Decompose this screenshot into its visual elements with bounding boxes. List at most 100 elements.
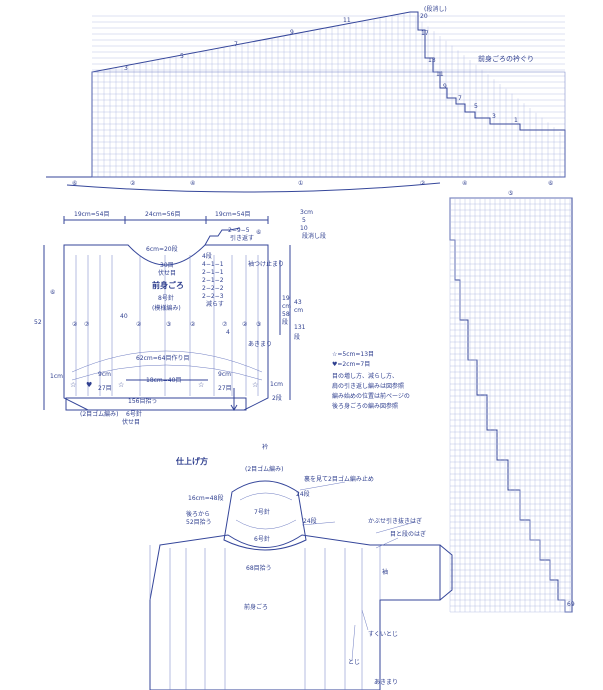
mattress-stitch: すくいとじ [368, 631, 399, 638]
side-pat-7: ② [242, 321, 248, 328]
note-line-3: 編み始めの位置は前ページの [332, 393, 410, 400]
pattern-label-7: ⑥ [548, 180, 554, 187]
neckline-chart-title: 前身ごろの衿ぐり [478, 55, 534, 63]
side-pat-2: ⑦ [84, 321, 90, 328]
pickup-156: 156目拾う [128, 398, 158, 405]
needle-size: 8号針 [158, 295, 174, 302]
armhole-2: cm [282, 303, 292, 310]
right-top-3cm: 3cm [300, 209, 313, 216]
shaping-6: 2−1−2 [202, 277, 224, 284]
height-right-1: 43 [294, 299, 302, 306]
finished-body-outline [149, 534, 441, 690]
back-pickup-2: 52目拾う [186, 519, 212, 526]
rib-needle: 6号針 [126, 411, 142, 418]
side-pat-4: ③ [166, 321, 172, 328]
row-num-3: 3 [492, 113, 496, 120]
neck-stitches: 30目 [160, 262, 174, 269]
row-num-20: 20 [420, 13, 428, 20]
collar-title: 衿 [262, 444, 269, 451]
top-num-5: 5 [180, 53, 184, 60]
shaping-1: 2−9−5 [228, 227, 250, 234]
star-marker: ☆ [252, 381, 259, 389]
twentyseven-left: 27目 [98, 385, 112, 392]
finishing-title: 仕上げ方 [176, 457, 208, 466]
twentyseven-right: 27目 [218, 385, 232, 392]
note-line-1: 目の増し方、減らし方、 [332, 373, 399, 380]
collar-needle-6: 6号針 [254, 536, 270, 543]
right-1cm: 1cm [270, 381, 283, 388]
top-num-7: 7 [234, 41, 238, 48]
neck-bindoff: 伏せ目 [158, 270, 177, 277]
collar-rows-bottom: 24段 [303, 518, 317, 525]
sleeve-outline [439, 544, 453, 601]
right-top-row-note: 段消し段 [302, 233, 327, 240]
right-top-10: 10 [300, 225, 308, 232]
note-star: ☆=5cm=13目 [332, 351, 375, 358]
row-num-7: 7 [458, 95, 462, 102]
side-pat-1: ② [72, 321, 78, 328]
row-num-17: 17 [421, 30, 429, 37]
collar-dimension: 16cm=48段 [188, 495, 224, 502]
side-pat-5: ② [190, 321, 196, 328]
collar-outline [223, 480, 307, 551]
top-num-3: 3 [124, 65, 128, 72]
top-num-11: 11 [343, 17, 351, 24]
star-marker: ☆ [70, 381, 77, 389]
collar-rows-top: 24段 [296, 491, 310, 498]
pattern-label-5: ② [420, 180, 426, 187]
shaping-2: 引き返す [230, 235, 255, 242]
row-num-5: 5 [474, 103, 478, 110]
opening-end-bottom: あきまり [374, 679, 399, 686]
row-num-11: 11 [436, 71, 444, 78]
back-pickup-1: 後ろから [186, 511, 211, 518]
note-line-2: 肩の引き返し編みは図参照 [332, 383, 405, 390]
shaping-9: 減らす [206, 301, 224, 308]
star-marker: ☆ [198, 381, 205, 389]
eighteen-cm: 18cm=40目 [146, 377, 182, 384]
neck-rows: 6cm=20段 [146, 246, 178, 253]
pattern-label-6: ④ [462, 180, 468, 187]
pattern-label-1: ⑥ [72, 180, 78, 187]
front-body-title: 前身ごろ [152, 281, 184, 290]
side-pat-6: ⑦ [222, 321, 228, 328]
row-num-13: 13 [428, 57, 436, 64]
cast-on-note: 62cm=64目作り目 [136, 355, 190, 362]
strip-grid-lines [449, 197, 572, 613]
chart-top-note: (段消し) [424, 6, 447, 13]
knit-method: (模様編み) [152, 305, 181, 312]
shaping-5: 2−1−1 [202, 269, 224, 276]
armhole-4: 段 [282, 319, 289, 326]
strip-pattern-label: ⑤ [508, 190, 514, 197]
nine-cm-left: 9cm [98, 371, 111, 378]
armhole-3: 58 [282, 311, 290, 318]
row-num-9: 9 [443, 83, 447, 90]
width-right: 19cm=54目 [215, 211, 251, 218]
height-right-3: 131 [294, 324, 306, 331]
top-num-9: 9 [290, 29, 294, 36]
row-num-1: 1 [514, 117, 518, 124]
stitch-row-join: 目と段のはぎ [390, 531, 427, 538]
sleeve-label: 袖 [382, 569, 389, 576]
neckline-chart-outline [91, 11, 566, 178]
note-heart: ♥=2cm=7目 [332, 361, 371, 368]
shaping-4: 4−1−1 [202, 261, 224, 268]
armhole-1: 19 [282, 295, 290, 302]
chart-grid-lines [91, 12, 565, 177]
star-marker: ☆ [118, 381, 125, 389]
pickup-68: 68目拾う [246, 565, 272, 572]
three-needle-join: かぶせ引き抜きはぎ [368, 518, 423, 525]
right-2rows: 2段 [272, 395, 282, 402]
opening-end: あきまり [248, 341, 273, 348]
pattern-label-3: ④ [190, 180, 196, 187]
right-top-5: 5 [302, 217, 306, 224]
width-left: 19cm=54目 [74, 211, 110, 218]
rib-label: (2目ゴム編み) [80, 411, 119, 418]
pattern-num-right: ⑥ [256, 229, 262, 236]
height-right-4: 段 [294, 334, 301, 341]
one-cm-left: 1cm [50, 373, 63, 380]
cast-off: 伏せ目 [122, 419, 141, 426]
collar-rib: (2目ゴム編み) [245, 466, 284, 473]
